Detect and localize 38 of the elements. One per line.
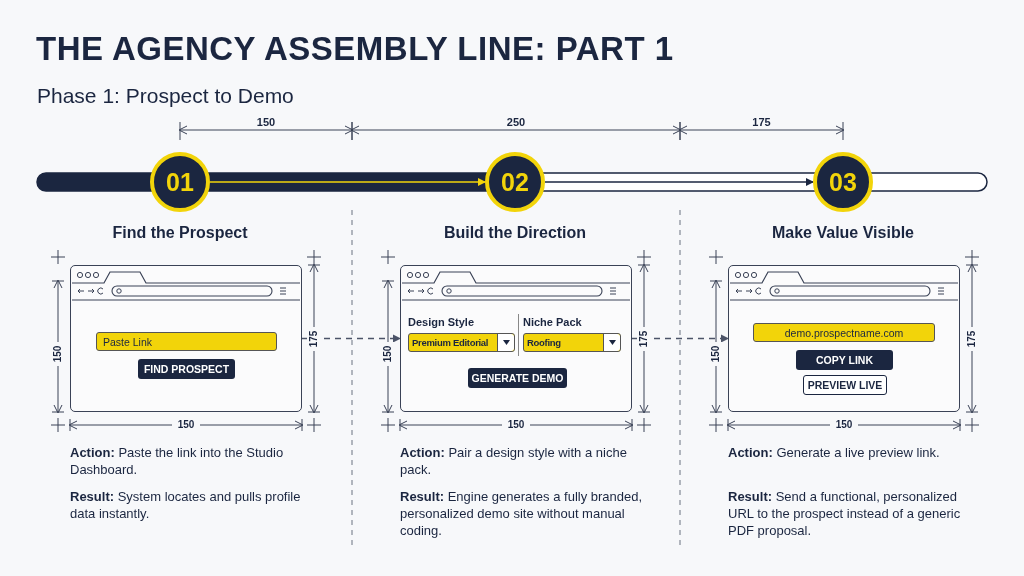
arrow (544, 178, 814, 186)
section-heading: Find the Prospect (111, 224, 249, 242)
dropdown: Roofing (523, 333, 621, 352)
step-circle: 02 (485, 152, 545, 212)
browser-window (728, 265, 960, 412)
dimension-label: 250 (505, 116, 527, 128)
description-text: Result: Engine generates a fully branded, personalized demo site without manual coding. (400, 488, 644, 539)
description-text: Action: Pair a design style with a niche pack. (400, 444, 628, 478)
browser-window (70, 265, 302, 412)
button: FIND PROSPECT (138, 359, 235, 379)
step-circle: 01 (150, 152, 210, 212)
title: THE AGENCY ASSEMBLY LINE: PART 1 (36, 30, 674, 68)
dimension-label: 150 (709, 341, 723, 366)
dimension-label: 150 (255, 116, 277, 128)
button: COPY LINK (796, 350, 893, 370)
dimension-label: 175 (307, 326, 321, 351)
arrow (631, 334, 729, 343)
step-circle: 03 (813, 152, 873, 212)
description-text: Action: Paste the link into the Studio Dashboard. (70, 444, 285, 478)
field-label: Design Style (408, 316, 475, 328)
dimension-label: 175 (637, 326, 651, 351)
dropdown: Premium Editorial (408, 333, 515, 352)
section-heading: Make Value Visible (771, 224, 915, 242)
browser-window (400, 265, 632, 412)
section-heading: Build the Direction (442, 224, 588, 242)
subtitle: Phase 1: Prospect to Demo (37, 84, 294, 108)
arrow (301, 334, 401, 343)
button: PREVIEW LIVE (803, 375, 887, 395)
dimension-label: 175 (751, 116, 772, 128)
field-label: Niche Pack (523, 316, 582, 328)
description-text: Action: Generate a live preview link. (728, 444, 941, 461)
arrow (209, 178, 486, 186)
description-text: Result: Send a functional, personalized URL to the prospect instead of a generic PDF proposal. (728, 488, 962, 539)
input-field: Paste Link (96, 332, 277, 351)
dimension-label: 150 (381, 341, 395, 366)
button: GENERATE DEMO (468, 368, 567, 388)
description-text: Result: System locates and pulls profile data instantly. (70, 488, 302, 522)
input-field: demo.prospectname.com (753, 323, 935, 342)
